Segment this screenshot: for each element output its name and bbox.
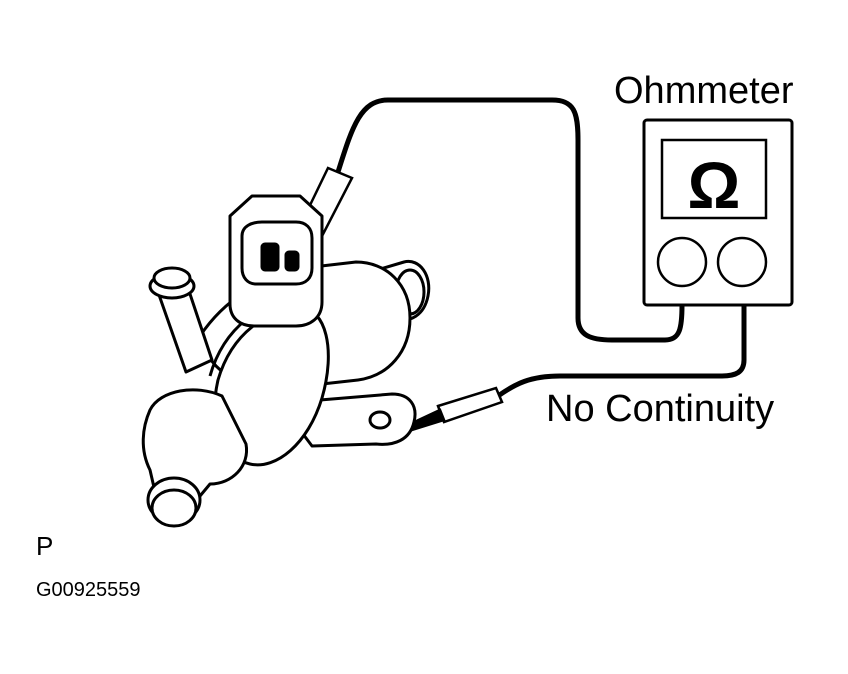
lower-test-lead (495, 302, 747, 399)
ohm-symbol: Ω (688, 148, 741, 222)
ohmmeter: Ω (642, 118, 794, 307)
bracket-bolt-hole (368, 410, 392, 430)
continuity-result-label: No Continuity (546, 388, 775, 430)
mounting-bracket (298, 392, 417, 448)
figure-id: G00925559 (36, 579, 141, 601)
view-letter: P (36, 531, 54, 561)
meter-jack-left-icon (656, 236, 708, 288)
ohmmeter-label: Ohmmeter (614, 70, 794, 112)
lower-probe (408, 386, 504, 432)
elbow-outlet (141, 388, 249, 498)
vacuum-valve (141, 194, 431, 528)
meter-jack-right-icon (716, 236, 768, 288)
upper-test-lead (335, 97, 685, 343)
ohmmeter-display (660, 138, 768, 220)
